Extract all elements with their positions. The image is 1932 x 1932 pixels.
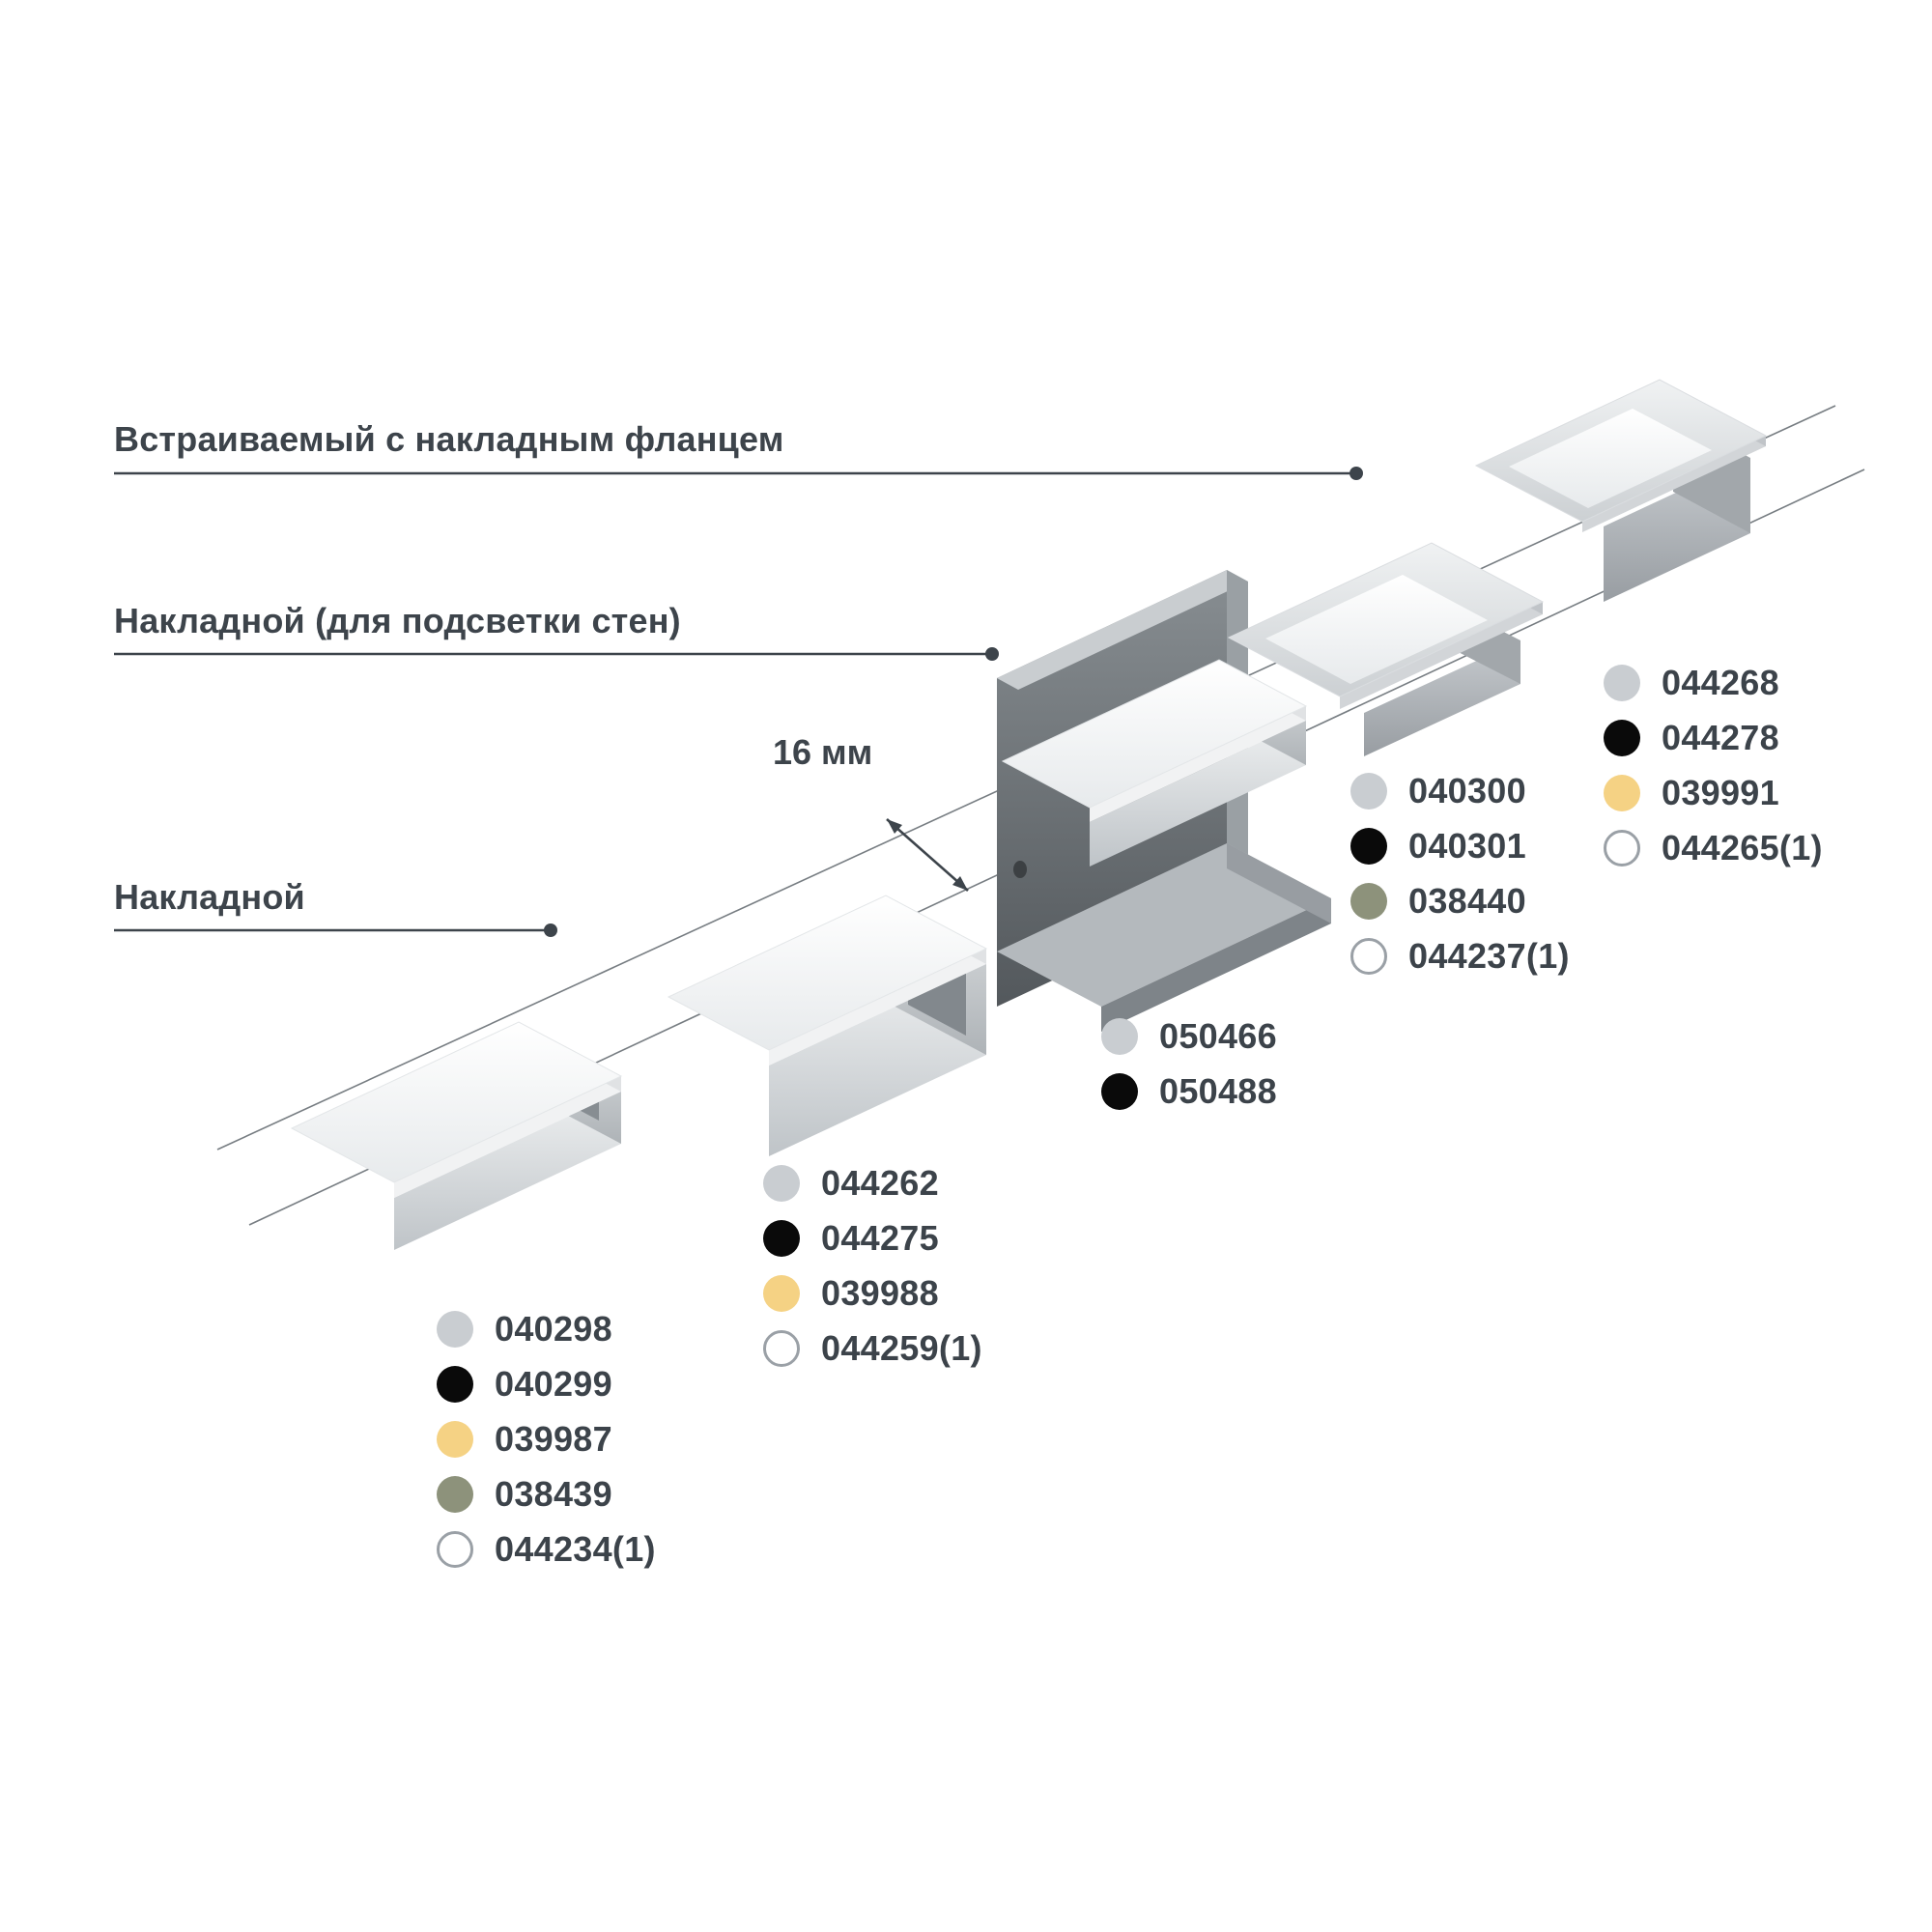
article-code: 050488 [1159, 1070, 1277, 1111]
color-swatch [437, 1420, 473, 1458]
leader-lines [114, 467, 1363, 937]
color-swatch [1350, 882, 1387, 920]
article-code: 044275 [821, 1217, 939, 1258]
article-code: 044278 [1662, 717, 1779, 757]
article-row: 039987 [437, 1411, 656, 1466]
color-swatch [437, 1530, 473, 1568]
article-code: 044265(1) [1662, 827, 1823, 867]
article-code: 038440 [1408, 880, 1526, 921]
article-code: 040298 [495, 1308, 612, 1349]
article-code: 040300 [1408, 770, 1526, 810]
leader-dot-wall [985, 647, 999, 661]
article-code: 044259(1) [821, 1327, 982, 1368]
color-swatch [437, 1310, 473, 1348]
dimension-label: 16 мм [773, 732, 873, 772]
article-code: 039991 [1662, 772, 1779, 812]
article-row: 044278 [1604, 710, 1823, 765]
color-swatch [1604, 664, 1640, 701]
article-row: 039988 [763, 1265, 982, 1321]
profile-illustration-recessed-tall [1474, 379, 1768, 602]
article-row: 044262 [763, 1155, 982, 1210]
leader-dot-recessed [1350, 467, 1363, 480]
article-row: 050488 [1101, 1064, 1277, 1119]
heading-recessed-flange: Встраиваемый с накладным фланцем [114, 419, 784, 459]
heading-surface-wall: Накладной (для подсветки стен) [114, 601, 681, 640]
article-row: 044234(1) [437, 1521, 656, 1577]
article-code: 040299 [495, 1363, 612, 1404]
article-list-wall: 050466 050488 [1101, 1009, 1277, 1119]
color-swatch [763, 1164, 800, 1202]
article-code: 044237(1) [1408, 935, 1570, 976]
color-swatch [1101, 1017, 1138, 1055]
article-list-recessed-low: 040300 040301 038440 044237(1) [1350, 763, 1570, 983]
article-list-recessed-tall: 044268 044278 039991 044265(1) [1604, 655, 1823, 875]
color-swatch [437, 1365, 473, 1403]
article-row: 044275 [763, 1210, 982, 1265]
article-code: 044268 [1662, 662, 1779, 702]
article-list-surface-low: 040298 040299 039987 038439 044234(1) [437, 1301, 656, 1577]
color-swatch [763, 1329, 800, 1367]
color-swatch [1350, 937, 1387, 975]
article-row: 038439 [437, 1466, 656, 1521]
article-code: 050466 [1159, 1015, 1277, 1056]
article-row: 038440 [1350, 873, 1570, 928]
article-row: 044237(1) [1350, 928, 1570, 983]
color-swatch [763, 1219, 800, 1257]
article-row: 044265(1) [1604, 820, 1823, 875]
dimension-arrow [886, 818, 969, 892]
color-swatch [1350, 772, 1387, 810]
color-swatch [1604, 774, 1640, 811]
article-code: 039987 [495, 1418, 612, 1459]
article-list-surface-tall: 044262 044275 039988 044259(1) [763, 1155, 982, 1376]
article-code: 044234(1) [495, 1528, 656, 1569]
color-swatch [1604, 719, 1640, 756]
color-swatch [437, 1475, 473, 1513]
article-row: 040298 [437, 1301, 656, 1356]
article-code: 038439 [495, 1473, 612, 1514]
article-row: 044259(1) [763, 1321, 982, 1376]
color-swatch [1604, 829, 1640, 867]
article-code: 044262 [821, 1162, 939, 1203]
color-swatch [1350, 827, 1387, 865]
profile-illustration-recessed-low [1227, 542, 1545, 756]
color-swatch [763, 1274, 800, 1312]
leader-dot-surface [544, 923, 557, 937]
profile-illustration-surface-low [290, 1021, 623, 1250]
article-row: 050466 [1101, 1009, 1277, 1064]
profile-illustration-surface-tall [667, 895, 988, 1156]
article-row: 039991 [1604, 765, 1823, 820]
article-row: 040300 [1350, 763, 1570, 818]
article-row: 040301 [1350, 818, 1570, 873]
profile-illustration-wall [997, 570, 1331, 1032]
heading-surface: Накладной [114, 877, 305, 917]
article-row: 044268 [1604, 655, 1823, 710]
color-swatch [1101, 1072, 1138, 1110]
article-code: 039988 [821, 1272, 939, 1313]
article-code: 040301 [1408, 825, 1526, 866]
article-row: 040299 [437, 1356, 656, 1411]
